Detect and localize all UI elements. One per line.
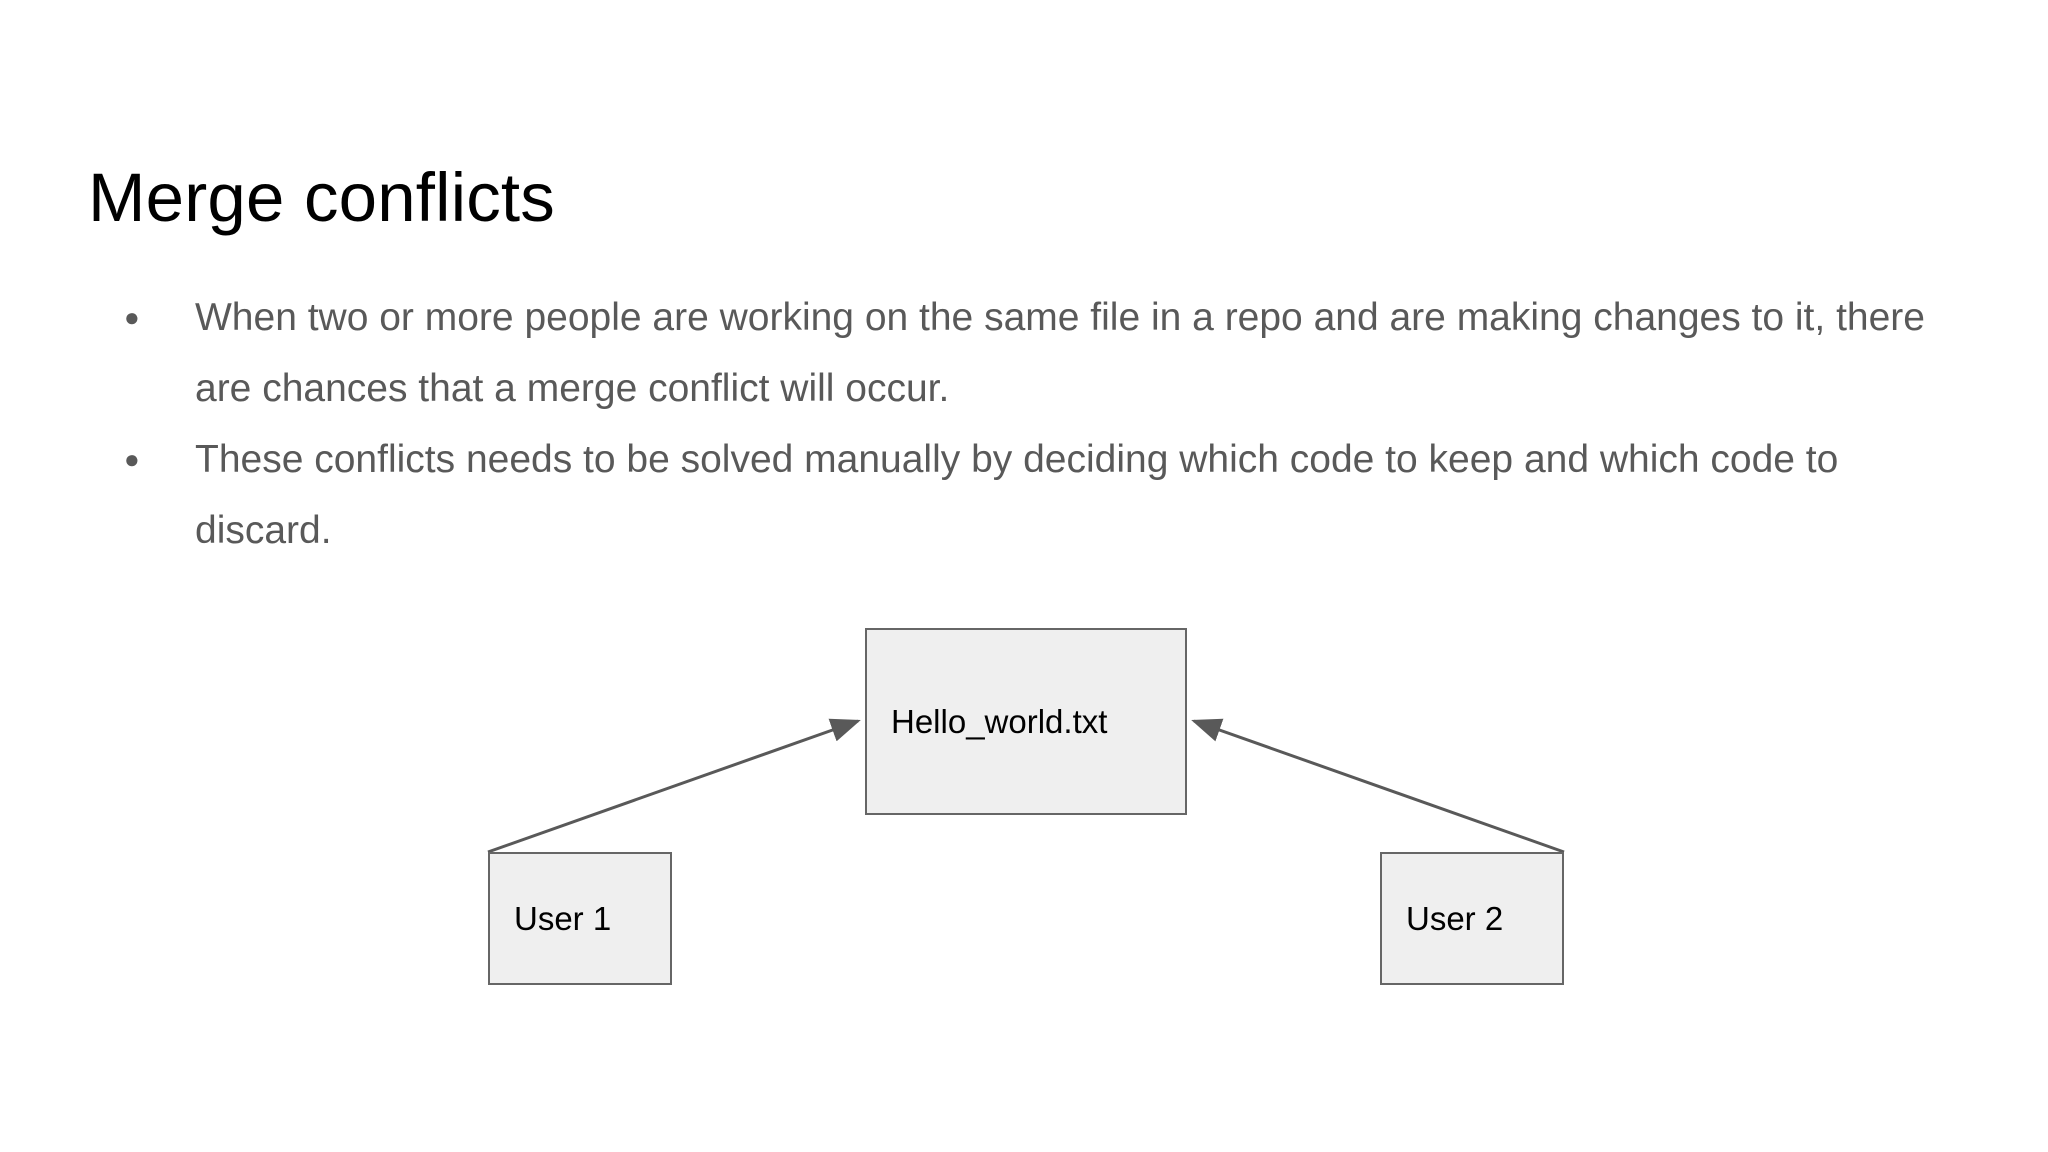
bullet-text: These conflicts needs to be solved manua… [195,438,1839,552]
list-item: ● When two or more people are working on… [110,282,1950,424]
node-user-2[interactable]: User 2 [1380,852,1564,985]
edge-user1-to-file [487,718,861,854]
node-label: User 1 [514,899,612,937]
bullet-dot-icon: ● [124,302,140,332]
node-hello-world-file[interactable]: Hello_world.txt [865,628,1187,815]
bullet-dot-icon: ● [124,444,140,474]
merge-conflict-diagram: Hello_world.txt User 1 User 2 [0,600,2048,1060]
bullet-list: ● When two or more people are working on… [110,282,1950,566]
node-label: Hello_world.txt [891,702,1108,740]
node-label: User 2 [1406,899,1504,937]
node-user-1[interactable]: User 1 [488,852,672,985]
page-title: Merge conflicts [88,159,555,237]
list-item: ● These conflicts needs to be solved man… [110,424,1950,566]
diagram-connectors [487,718,1565,854]
bullet-text: When two or more people are working on t… [195,296,1925,410]
edge-user2-to-file [1191,718,1565,854]
